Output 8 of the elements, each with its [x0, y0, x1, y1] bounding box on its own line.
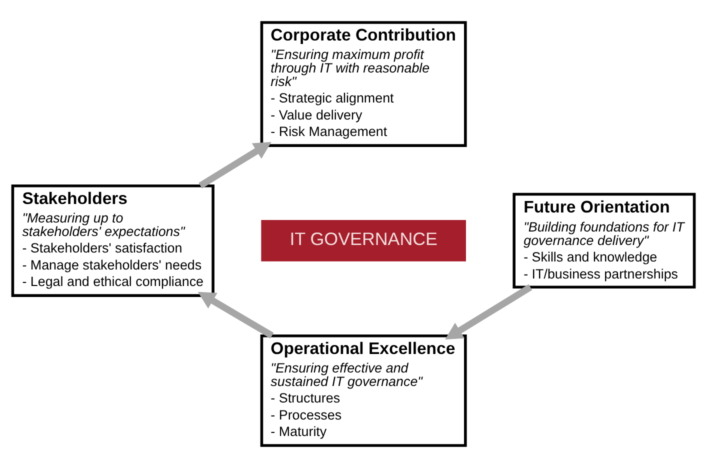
arrow — [198, 292, 274, 338]
arrow — [198, 142, 272, 189]
node-box: Corporate Contribution "Ensuring maximum profit through IT with reasonable risk" - Strategic alignment - Value delivery - Risk Management — [260, 21, 467, 147]
node-box: IT GOVERNANCE — [261, 220, 466, 262]
node-box: Stakeholders "Measuring up to stakeholders' expectations" - Stakeholders' satisfaction - Manage stakeholders' needs - Legal and ethical compliance — [11, 184, 214, 297]
arrow — [445, 284, 532, 340]
node-box: Future Orientation "Building foundations for IT governance delivery" - Skills and knowledge - IT/business partnerships — [512, 192, 696, 289]
node-box: Operational Excellence "Ensuring effective and sustained IT governance" - Structures - Processes - Maturity — [260, 334, 467, 447]
